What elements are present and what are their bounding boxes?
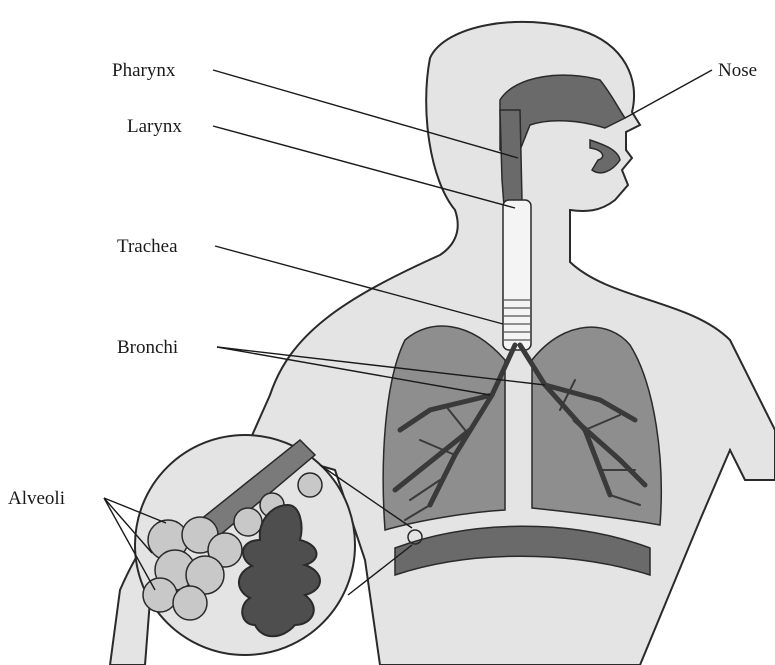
label-trachea: Trachea bbox=[117, 236, 178, 257]
trachea bbox=[503, 200, 531, 350]
label-pharynx: Pharynx bbox=[112, 60, 176, 81]
label-larynx: Larynx bbox=[127, 116, 182, 137]
leader-nose bbox=[625, 70, 712, 118]
label-alveoli: Alveoli bbox=[8, 488, 65, 509]
label-nose: Nose bbox=[718, 60, 757, 81]
label-bronchi: Bronchi bbox=[117, 337, 178, 358]
